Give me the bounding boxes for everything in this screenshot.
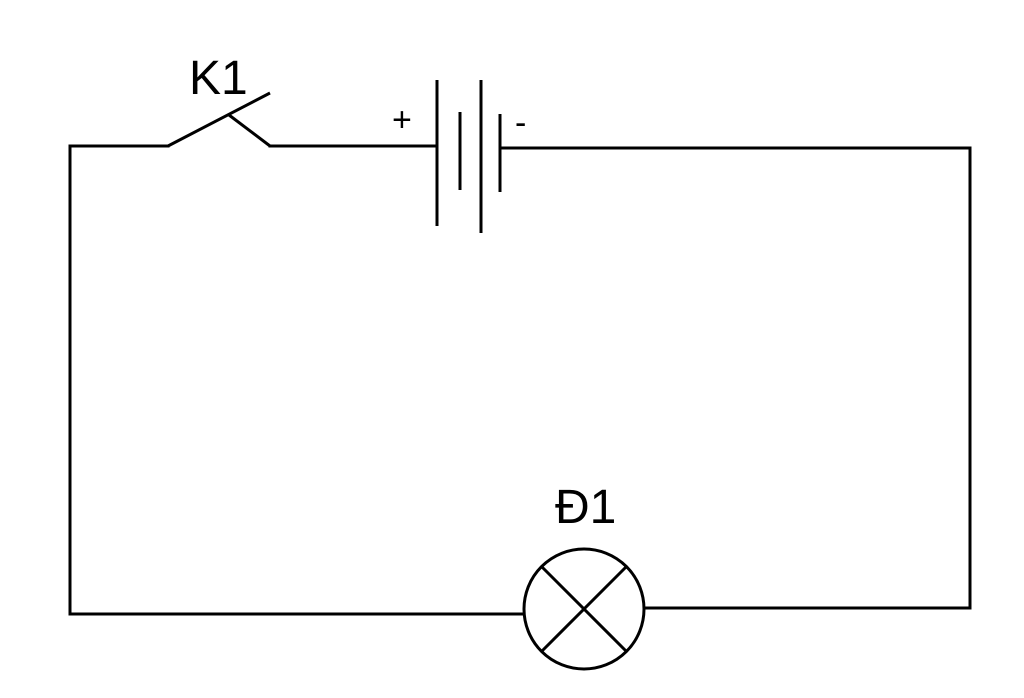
switch-k1: K1 — [167, 52, 271, 148]
battery-minus-label: - — [515, 104, 526, 142]
wires — [68, 144, 972, 616]
battery: + - — [392, 80, 526, 233]
switch-label: K1 — [189, 52, 248, 105]
battery-plus-label: + — [392, 101, 412, 139]
switch-blade — [167, 91, 271, 148]
switch-contact — [228, 113, 271, 148]
lamp-d1: Đ1 — [522, 481, 646, 671]
lamp-circle — [522, 547, 646, 671]
lamp-label: Đ1 — [555, 481, 616, 534]
lamp-cross-line-2 — [540, 565, 628, 653]
